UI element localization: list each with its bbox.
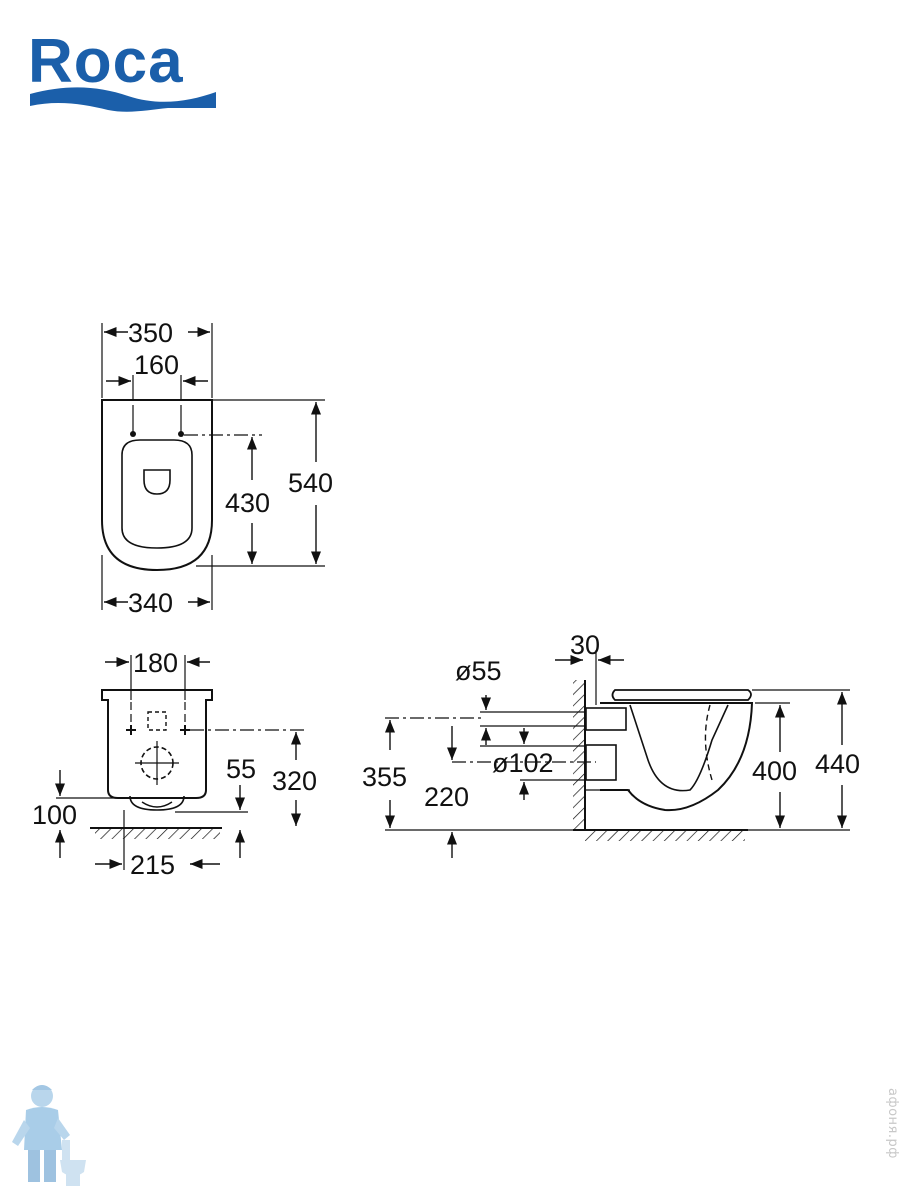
bowl-side xyxy=(600,702,754,812)
front-view: 180 100 215 55 320 xyxy=(32,648,317,880)
dim-400: 400 xyxy=(752,756,797,786)
dim-320: 320 xyxy=(272,766,317,796)
dim-350: 350 xyxy=(128,318,173,348)
dim-55-front: 55 xyxy=(226,754,256,784)
bowl-outline-front xyxy=(101,689,213,799)
side-view: 30 ø55 ø102 355 220 400 440 xyxy=(362,630,860,858)
dim-355: 355 xyxy=(362,762,407,792)
svg-text:Roca: Roca xyxy=(28,30,184,96)
dim-160: 160 xyxy=(134,350,179,380)
dim-100: 100 xyxy=(32,800,77,830)
dim-d55: ø55 xyxy=(455,656,502,686)
dim-d102: ø102 xyxy=(492,748,554,778)
outlet-top xyxy=(143,469,171,495)
roca-logo: Roca xyxy=(28,30,216,112)
seat-side xyxy=(611,689,752,701)
dim-430: 430 xyxy=(225,488,270,518)
dim-340: 340 xyxy=(128,588,173,618)
dim-220: 220 xyxy=(424,782,469,812)
dim-440: 440 xyxy=(815,749,860,779)
bowl-outline-top xyxy=(101,399,213,572)
watermark-text: афоня.рф xyxy=(885,1088,900,1159)
dim-180: 180 xyxy=(133,648,178,678)
top-view: 350 160 430 540 340 xyxy=(101,318,333,618)
plumber-mascot-icon xyxy=(12,1085,86,1186)
dim-215: 215 xyxy=(130,850,175,880)
bowl-inner-top xyxy=(121,439,193,549)
dim-30: 30 xyxy=(570,630,600,660)
dim-540: 540 xyxy=(288,468,333,498)
